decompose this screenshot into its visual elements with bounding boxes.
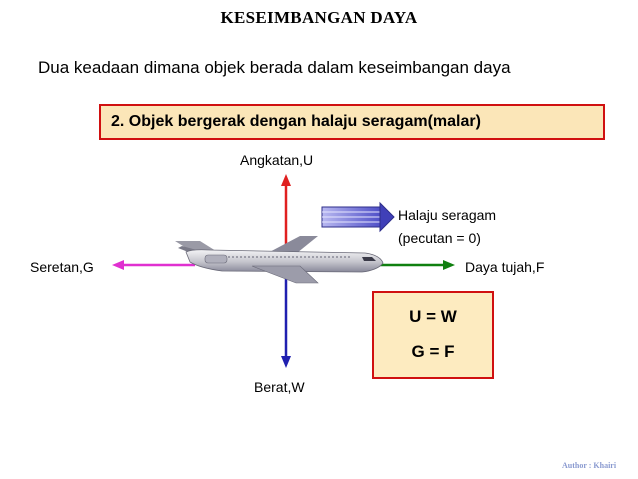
velocity-label: Halaju seragam (398, 207, 497, 223)
lift-label: Angkatan,U (240, 152, 314, 168)
case-heading-box: 2. Objek bergerak dengan halaju seragam(… (99, 104, 605, 140)
page-title: KESEIMBANGAN DAYA (220, 8, 418, 27)
weight-arrow (281, 275, 291, 368)
acceleration-label: (pecutan = 0) (398, 230, 481, 246)
drag-arrow (112, 260, 195, 270)
equation-box: U = W G = F (372, 291, 494, 379)
airplane-icon (175, 236, 384, 284)
thrust-label: Daya tujah,F (465, 259, 545, 275)
equation-drag-thrust: G = F (411, 342, 455, 361)
velocity-arrow-icon (321, 201, 395, 233)
weight-label: Berat,W (254, 379, 305, 395)
drag-label: Seretan,G (30, 259, 94, 275)
equation-lift-weight: U = W (409, 307, 457, 326)
lift-arrow (281, 174, 291, 250)
thrust-arrow (380, 260, 455, 270)
subtitle: Dua keadaan dimana objek berada dalam ke… (38, 58, 511, 77)
author-credit: Author : Khairi (562, 461, 617, 470)
